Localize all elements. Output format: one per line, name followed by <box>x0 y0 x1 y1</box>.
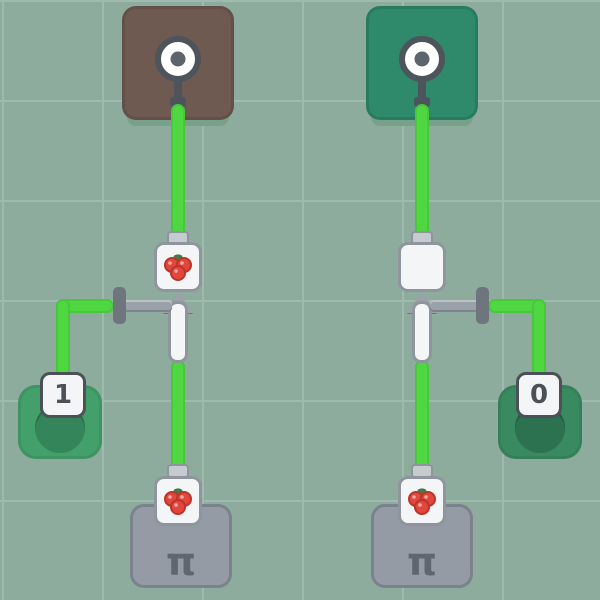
wire-segment-horizontal <box>488 299 546 313</box>
processor-node-lower-left[interactable] <box>154 476 202 526</box>
lamp-stem <box>174 79 182 99</box>
wire-segment-vertical <box>415 360 429 480</box>
valve-handle[interactable] <box>476 287 489 324</box>
wire-segment-vertical <box>171 360 185 480</box>
valve-piston[interactable] <box>412 301 432 363</box>
wire-segment-vertical <box>532 299 546 377</box>
pi-symbol: π <box>406 540 438 584</box>
wire-segment-vertical <box>171 104 185 240</box>
lamp-stem <box>418 79 426 99</box>
valve-pipe <box>430 300 482 312</box>
processor-node-upper-right[interactable] <box>398 242 446 292</box>
lamp-icon <box>399 36 445 82</box>
wire-segment-horizontal <box>56 299 114 313</box>
lamp-core <box>170 51 186 67</box>
berries-icon <box>164 488 192 515</box>
berries-icon <box>408 488 436 515</box>
valve-pipe <box>120 300 172 312</box>
lamp-stem-base <box>414 97 430 107</box>
lamp-core <box>414 51 430 67</box>
processor-node-lower-right[interactable] <box>398 476 446 526</box>
wire-segment-vertical <box>56 299 70 377</box>
lamp-icon <box>155 36 201 82</box>
pi-symbol: π <box>165 540 197 584</box>
valve-handle[interactable] <box>113 287 126 324</box>
wire-segment-vertical <box>415 104 429 240</box>
valve-piston[interactable] <box>168 301 188 363</box>
berries-icon <box>164 254 192 281</box>
processor-node-upper-left[interactable] <box>154 242 202 292</box>
input-button-1[interactable]: 1 <box>40 372 86 418</box>
input-button-0[interactable]: 0 <box>516 372 562 418</box>
lamp-stem-base <box>170 97 186 107</box>
